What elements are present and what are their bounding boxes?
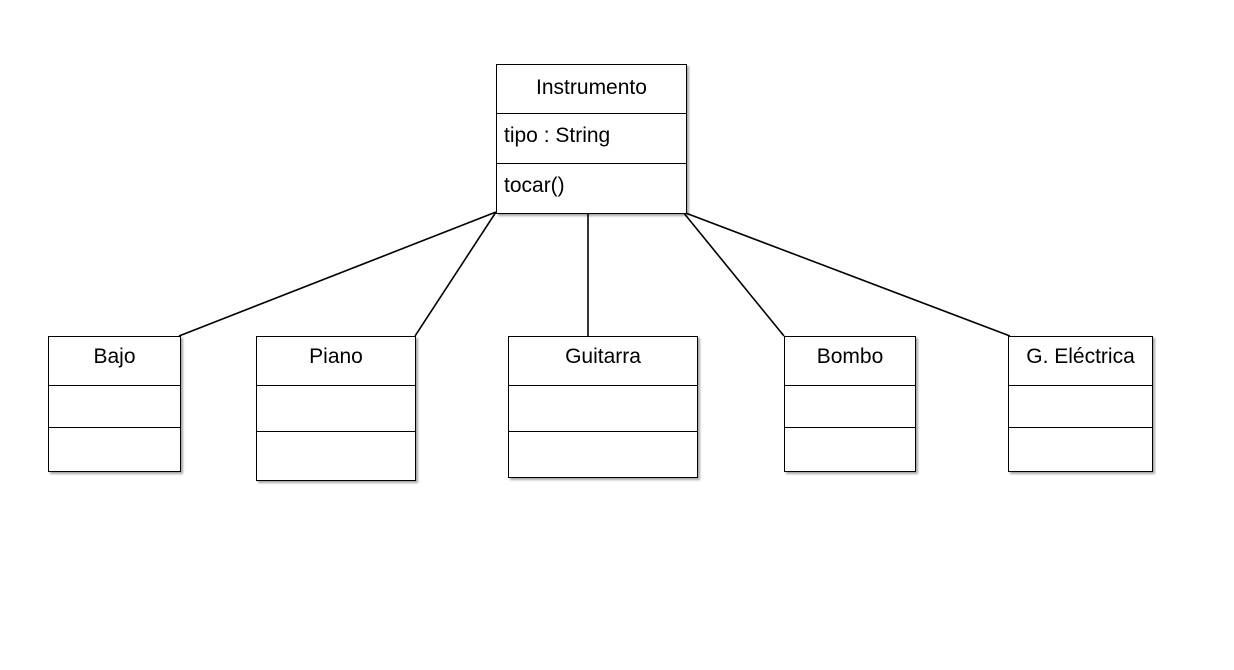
- class-name: G. Eléctrica: [1026, 345, 1135, 368]
- attribute-compartment: tipo : String: [497, 113, 686, 163]
- class-bombo[interactable]: Bombo: [784, 336, 916, 472]
- operation-compartment: [257, 431, 415, 432]
- class-guitarra[interactable]: Guitarra: [508, 336, 698, 478]
- class-name: Bajo: [93, 345, 136, 368]
- class-name: Guitarra: [565, 345, 641, 368]
- attribute-compartment: [509, 385, 697, 431]
- attribute-compartment: [785, 385, 915, 427]
- class-piano[interactable]: Piano: [256, 336, 416, 481]
- operation-compartment: [509, 431, 697, 432]
- operation-compartment: [1009, 427, 1152, 428]
- class-g-electrica[interactable]: G. Eléctrica: [1008, 336, 1153, 472]
- connector-electrica: [682, 211, 1011, 337]
- attribute-compartment: [257, 385, 415, 431]
- attribute-compartment: [1009, 385, 1152, 427]
- connector-bombo: [682, 211, 785, 337]
- operation-compartment: [49, 427, 180, 428]
- class-bajo[interactable]: Bajo: [48, 336, 181, 472]
- operation-compartment: tocar(): [497, 163, 686, 213]
- class-name: Piano: [309, 345, 363, 368]
- class-instrumento[interactable]: Instrumento tipo : String tocar(): [496, 64, 687, 214]
- connector-piano: [414, 211, 497, 337]
- connector-bajo: [178, 211, 497, 337]
- class-name: Instrumento: [536, 76, 647, 99]
- attribute-compartment: [49, 385, 180, 427]
- class-name: Bombo: [816, 345, 884, 368]
- operation-compartment: [785, 427, 915, 428]
